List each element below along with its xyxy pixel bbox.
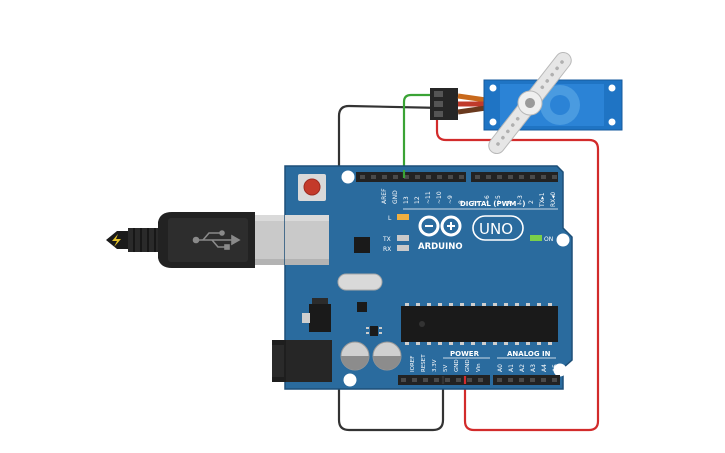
led-tx <box>397 235 409 241</box>
power-header-label: POWER <box>450 350 480 358</box>
ground-wire[interactable] <box>337 104 445 432</box>
power-analog-sockets <box>401 378 557 382</box>
atmega-chip <box>401 303 558 345</box>
led-l <box>397 214 409 220</box>
pin-label: A1 <box>508 364 515 372</box>
pin-label: ~3 <box>517 195 524 204</box>
voltage-regulator <box>302 298 331 332</box>
smd-chip <box>357 302 367 312</box>
mounting-hole <box>553 363 567 377</box>
pin-label: 5V <box>443 365 449 372</box>
digital-header-sockets <box>360 175 557 179</box>
pin-label: 8 <box>458 200 465 204</box>
uno-text: UNO <box>479 220 513 238</box>
pin-label: RX◂0 <box>550 192 557 207</box>
usb-icon <box>192 230 241 250</box>
mounting-hole <box>343 373 357 387</box>
analog-pin-labels: A0 A1 A2 A3 A4 A5 <box>497 364 559 372</box>
crystal-oscillator <box>337 273 383 291</box>
reset-button[interactable] <box>303 178 321 196</box>
led-rx-label: RX <box>383 246 391 253</box>
pin-label: GND <box>392 190 399 204</box>
pin-label: A3 <box>530 364 537 372</box>
smd-component <box>366 326 382 336</box>
pin-label: RESET <box>421 354 427 372</box>
mounting-hole <box>556 233 570 247</box>
servo-connector[interactable] <box>430 88 487 120</box>
usb-cable-ridges <box>128 228 158 252</box>
led-on <box>530 235 542 241</box>
power-plug-icon[interactable] <box>272 340 332 382</box>
signal-wire[interactable] <box>402 93 443 176</box>
arduino-logo-text: ARDUINO <box>418 242 463 252</box>
pin-label: ~5 <box>495 195 502 204</box>
on-label: ON <box>544 236 553 243</box>
servo-motor[interactable] <box>482 47 623 159</box>
pin-label: A4 <box>541 364 548 372</box>
servo-horn[interactable] <box>482 47 577 159</box>
mounting-hole <box>341 170 355 184</box>
led-l-label: L <box>388 215 392 222</box>
digital-header-right <box>471 172 558 182</box>
led-tx-label: TX <box>382 236 391 243</box>
analog-header <box>493 375 560 385</box>
digital-pin-labels: AREF GND 13 12 ~11 ~10 ~9 8 7 ~6 ~5 4 ~3… <box>381 188 557 208</box>
arduino-uno-board[interactable]: L TX RX ON ARDUINO UNO AREF <box>272 165 573 390</box>
pin-label: ~11 <box>425 191 432 204</box>
arduino-logo <box>418 215 462 237</box>
pin-label: 7 <box>473 200 480 204</box>
pin-label: 2 <box>528 200 535 204</box>
uno-badge <box>472 215 524 241</box>
pin-label: 13 <box>403 196 410 204</box>
pin-label: 12 <box>414 196 421 204</box>
pin-label: 4 <box>506 200 513 204</box>
pin-label: 3.3V <box>432 359 438 372</box>
wires <box>337 93 600 432</box>
pin-label: GND <box>465 359 471 372</box>
pin-label: A0 <box>497 364 504 372</box>
digital-header-left <box>356 172 466 182</box>
digital-header-label: DIGITAL (PWM~) <box>460 200 525 208</box>
power-wire[interactable] <box>435 120 600 432</box>
pin-label: ~6 <box>484 195 491 204</box>
usb-chip <box>354 237 370 253</box>
pin-label: A2 <box>519 364 526 372</box>
pin-label: GND <box>454 359 460 372</box>
pin-label: IOREF <box>410 356 416 372</box>
pin-label: Vin <box>476 363 482 372</box>
lightning-icon <box>112 234 121 247</box>
capacitor <box>340 341 370 371</box>
pin-label: AREF <box>381 188 388 204</box>
pin-label: ~9 <box>447 195 454 204</box>
pin-label: ~10 <box>436 191 443 204</box>
pin-label: TX▸1 <box>539 192 546 208</box>
pin-label: A5 <box>552 364 559 372</box>
analog-header-label: ANALOG IN <box>507 350 551 358</box>
power-pin-labels: IOREF RESET 3.3V 5V GND GND Vin <box>410 354 482 372</box>
capacitor <box>372 341 402 371</box>
led-rx <box>397 245 409 251</box>
